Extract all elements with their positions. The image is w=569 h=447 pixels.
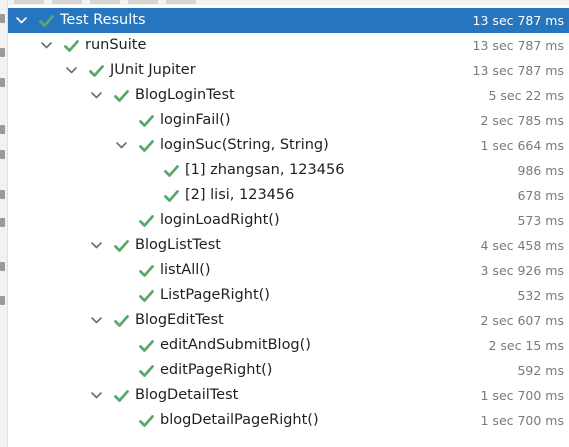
- test-duration: 1 sec 700 ms: [480, 413, 565, 428]
- test-name: Test Results: [60, 12, 146, 28]
- side-toolbar-strip: [0, 0, 8, 447]
- checkmark-icon: [38, 8, 54, 33]
- toolbar-icon[interactable]: [0, 218, 5, 227]
- toolbar-button[interactable]: [14, 0, 44, 4]
- toolbar-icon[interactable]: [0, 125, 5, 134]
- test-duration: 2 sec 785 ms: [480, 113, 565, 128]
- test-duration: 573 ms: [517, 213, 564, 228]
- test-name: blogDetailPageRight(): [160, 412, 319, 428]
- checkmark-icon: [138, 108, 154, 133]
- checkmark-icon: [138, 258, 154, 283]
- test-duration: 1 sec 664 ms: [480, 138, 565, 153]
- test-duration: 13 sec 787 ms: [472, 38, 564, 53]
- test-name: editPageRight(): [160, 362, 273, 378]
- tree-row-blog-edit-test[interactable]: BlogEditTest 2 sec 607 ms: [8, 308, 569, 333]
- toolbar-icon[interactable]: [0, 78, 5, 87]
- test-duration: 986 ms: [517, 163, 564, 178]
- test-name: [2] lisi, 123456: [185, 187, 295, 203]
- checkmark-icon: [113, 383, 129, 408]
- test-name: BlogListTest: [135, 237, 221, 253]
- tree-row-edit-page-right[interactable]: editPageRight() 592 ms: [8, 358, 569, 383]
- chevron-down-icon[interactable]: [89, 308, 103, 333]
- toolbar-icon[interactable]: [0, 190, 5, 199]
- tree-row-login-suc-case-2[interactable]: [2] lisi, 123456 678 ms: [8, 183, 569, 208]
- test-name: BlogEditTest: [135, 312, 224, 328]
- tree-row-test-results[interactable]: Test Results 13 sec 787 ms: [8, 8, 569, 33]
- test-duration: 5 sec 22 ms: [488, 88, 564, 103]
- toolbar-icon[interactable]: [0, 296, 5, 305]
- test-duration: 3 sec 926 ms: [480, 263, 565, 278]
- toolbar-icon[interactable]: [0, 14, 5, 23]
- test-name: loginLoadRight(): [160, 212, 280, 228]
- tree-row-login-fail[interactable]: loginFail() 2 sec 785 ms: [8, 108, 569, 133]
- chevron-down-icon[interactable]: [89, 233, 103, 258]
- test-name: runSuite: [85, 37, 147, 53]
- toolbar-button[interactable]: [166, 0, 196, 4]
- checkmark-icon: [138, 358, 154, 383]
- tree-row-blog-detail-page-right[interactable]: blogDetailPageRight() 1 sec 700 ms: [8, 408, 569, 433]
- checkmark-icon: [163, 158, 179, 183]
- test-name: loginSuc(String, String): [160, 137, 329, 153]
- checkmark-icon: [138, 333, 154, 358]
- chevron-down-icon[interactable]: [14, 8, 28, 33]
- toolbar-button[interactable]: [90, 0, 120, 4]
- checkmark-icon: [88, 58, 104, 83]
- toolbar-icon[interactable]: [0, 150, 5, 159]
- tree-row-edit-and-submit-blog[interactable]: editAndSubmitBlog() 2 sec 15 ms: [8, 333, 569, 358]
- top-toolbar-strip: [8, 0, 569, 5]
- tree-row-list-all[interactable]: listAll() 3 sec 926 ms: [8, 258, 569, 283]
- toolbar-icon[interactable]: [0, 48, 5, 57]
- toolbar-button[interactable]: [128, 0, 158, 4]
- test-duration: 13 sec 787 ms: [472, 63, 564, 78]
- test-duration: 1 sec 700 ms: [480, 388, 565, 403]
- test-duration: 4 sec 458 ms: [480, 238, 565, 253]
- checkmark-icon: [163, 183, 179, 208]
- tree-row-list-page-right[interactable]: ListPageRight() 532 ms: [8, 283, 569, 308]
- test-duration: 678 ms: [517, 188, 564, 203]
- test-duration: 592 ms: [517, 363, 564, 378]
- tree-row-blog-detail-test[interactable]: BlogDetailTest 1 sec 700 ms: [8, 383, 569, 408]
- chevron-down-icon[interactable]: [39, 33, 53, 58]
- checkmark-icon: [113, 308, 129, 333]
- chevron-down-icon[interactable]: [64, 58, 78, 83]
- checkmark-icon: [138, 283, 154, 308]
- tree-row-junit-jupiter[interactable]: JUnit Jupiter 13 sec 787 ms: [8, 58, 569, 83]
- toolbar-button[interactable]: [52, 0, 82, 4]
- test-name: listAll(): [160, 262, 211, 278]
- test-results-tree: Test Results 13 sec 787 ms runSuite 13 sec …: [8, 8, 569, 433]
- test-name: [1] zhangsan, 123456: [185, 162, 345, 178]
- test-duration: 13 sec 787 ms: [472, 13, 564, 28]
- test-name: loginFail(): [160, 112, 231, 128]
- test-duration: 2 sec 15 ms: [488, 338, 564, 353]
- tree-row-login-suc[interactable]: loginSuc(String, String) 1 sec 664 ms: [8, 133, 569, 158]
- test-duration: 532 ms: [517, 288, 564, 303]
- tree-row-blog-list-test[interactable]: BlogListTest 4 sec 458 ms: [8, 233, 569, 258]
- chevron-down-icon[interactable]: [114, 133, 128, 158]
- tree-row-login-suc-case-1[interactable]: [1] zhangsan, 123456 986 ms: [8, 158, 569, 183]
- checkmark-icon: [138, 208, 154, 233]
- test-name: JUnit Jupiter: [110, 62, 196, 78]
- tree-row-blog-login-test[interactable]: BlogLoginTest 5 sec 22 ms: [8, 83, 569, 108]
- checkmark-icon: [63, 33, 79, 58]
- test-name: ListPageRight(): [160, 287, 270, 303]
- checkmark-icon: [113, 233, 129, 258]
- chevron-down-icon[interactable]: [89, 83, 103, 108]
- tree-row-run-suite[interactable]: runSuite 13 sec 787 ms: [8, 33, 569, 58]
- checkmark-icon: [138, 408, 154, 433]
- test-name: BlogLoginTest: [135, 87, 235, 103]
- test-name: BlogDetailTest: [135, 387, 239, 403]
- test-duration: 2 sec 607 ms: [480, 313, 565, 328]
- tree-row-login-load-right[interactable]: loginLoadRight() 573 ms: [8, 208, 569, 233]
- checkmark-icon: [138, 133, 154, 158]
- chevron-down-icon[interactable]: [89, 383, 103, 408]
- checkmark-icon: [113, 83, 129, 108]
- toolbar-icon[interactable]: [0, 262, 5, 271]
- test-name: editAndSubmitBlog(): [160, 337, 311, 353]
